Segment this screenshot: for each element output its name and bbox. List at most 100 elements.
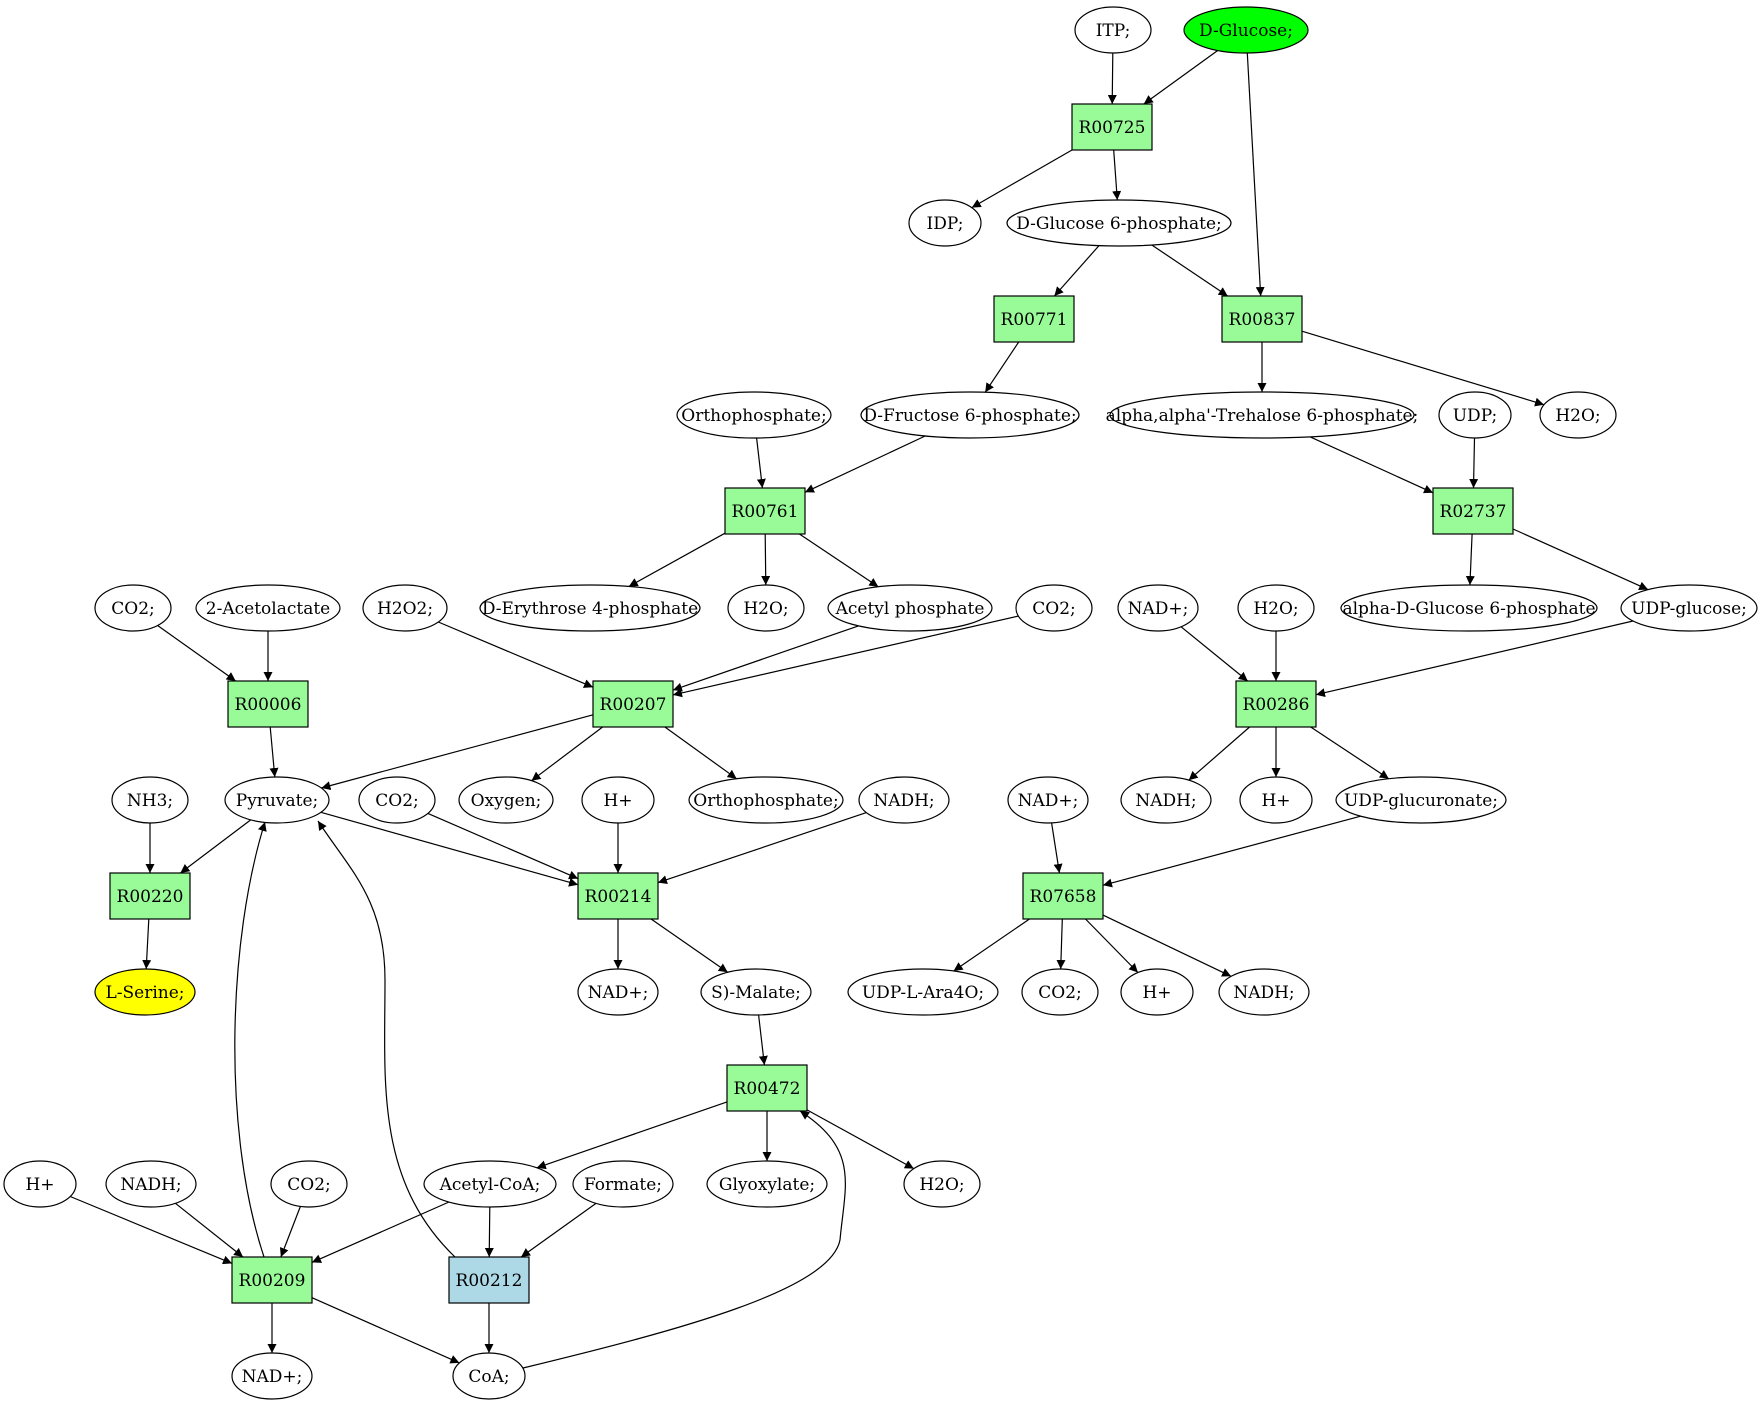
metabolite-node-nh3: NH3; [111, 776, 189, 824]
node-shape [1183, 6, 1309, 54]
edge-R00207-to-orthop2 [664, 726, 737, 780]
metabolite-node-nadh_d: NADH; [105, 1160, 197, 1208]
node-label: R07658 [1030, 887, 1097, 907]
metabolite-node-hplus_d: H+ [3, 1160, 77, 1208]
node-label: NAD+; [1018, 791, 1079, 811]
node-label: NAD+; [588, 983, 649, 1003]
node-shape [676, 391, 832, 439]
edge-acetylcoa-to-R00209 [311, 1201, 450, 1263]
metabolite-node-de4p: D-Erythrose 4-phosphate [479, 584, 701, 632]
node-label: CO2; [375, 791, 419, 811]
node-label: H2O; [743, 599, 788, 619]
metabolite-node-dglucose: D-Glucose; [1183, 6, 1309, 54]
edge-acetylp-to-R00207 [672, 625, 859, 692]
edge-df6p-to-R00761 [804, 435, 926, 493]
metabolite-node-acetylp: Acetyl phosphate [827, 584, 993, 632]
reaction-node-R00209: R00209 [231, 1256, 313, 1304]
reaction-node-R00286: R00286 [1235, 680, 1317, 728]
reaction-node-R00214: R00214 [577, 872, 659, 920]
node-shape [1237, 584, 1315, 632]
edge-dg6p-to-R00837 [1151, 244, 1229, 297]
node-shape [903, 1160, 981, 1208]
node-shape [592, 680, 674, 728]
metabolite-node-orthop2: Orthophosphate; [688, 776, 844, 824]
node-label: R00207 [600, 695, 667, 715]
edge-R00286-to-udpglucuronate [1310, 726, 1390, 780]
node-shape [1432, 487, 1514, 535]
node-shape [860, 391, 1080, 439]
node-shape [993, 295, 1075, 343]
edge-R07658-to-nadh_c [1102, 914, 1232, 977]
node-shape [1620, 584, 1758, 632]
edge-R02737-to-adg6p [1465, 533, 1475, 586]
node-label: CO2; [111, 599, 155, 619]
edge-R02737-to-udpglucose [1512, 528, 1649, 591]
metabolite-node-idp: IDP; [908, 199, 982, 247]
node-shape [111, 776, 189, 824]
metabolite-node-smalate: S)-Malate; [700, 968, 812, 1016]
metabolite-node-nadp_d: NAD+; [231, 1352, 313, 1400]
metabolite-node-oxygen: Oxygen; [458, 776, 554, 824]
node-label: S)-Malate; [711, 983, 801, 1003]
metabolite-node-adg6p: alpha-D-Glucose 6-phosphate [1340, 584, 1598, 632]
node-label: UDP-glucose; [1631, 599, 1747, 619]
reaction-node-R00472: R00472 [726, 1064, 808, 1112]
node-label: Pyruvate; [236, 791, 318, 811]
metabolite-node-nadp_c: NAD+; [577, 968, 659, 1016]
node-label: L-Serine; [105, 983, 184, 1003]
node-shape [109, 872, 191, 920]
edge-udpglucuronate-to-R07658 [1102, 815, 1361, 888]
node-label: R00761 [732, 502, 799, 522]
edge-udpglucose-to-R00286 [1315, 620, 1634, 698]
node-shape [1109, 391, 1415, 439]
node-label: D-Erythrose 4-phosphate [482, 599, 698, 619]
metabolite-node-h2o2: H2O2; [362, 584, 448, 632]
node-shape [105, 1160, 197, 1208]
edge-R00207-to-oxygen [531, 726, 603, 782]
node-label: 2-Acetolactate [206, 599, 330, 619]
edge-R07658-to-udpara [953, 918, 1030, 972]
node-shape [270, 1160, 348, 1208]
node-shape [1006, 199, 1232, 247]
node-label: Orthophosphate; [681, 406, 826, 426]
node-shape [827, 584, 993, 632]
node-shape [231, 1352, 313, 1400]
metabolite-node-nadh_c: NADH; [1218, 968, 1310, 1016]
edge-co2_e-to-R00209 [279, 1206, 301, 1258]
edge-dglucose-to-R00837 [1246, 52, 1265, 297]
node-label: H+ [1142, 983, 1171, 1003]
metabolite-node-orthop1: Orthophosphate; [676, 391, 832, 439]
node-label: Orthophosphate; [693, 791, 838, 811]
node-label: H2O; [1555, 406, 1600, 426]
node-shape [195, 584, 341, 632]
node-shape [1071, 103, 1153, 151]
node-shape [452, 1352, 526, 1400]
metabolite-node-udpglucuronate: UDP-glucuronate; [1335, 776, 1507, 824]
node-label: D-Glucose 6-phosphate; [1016, 214, 1222, 234]
node-shape [448, 1256, 530, 1304]
reaction-node-R02737: R02737 [1432, 487, 1514, 535]
metabolite-node-nadh_a: NADH; [858, 776, 950, 824]
node-label: CO2; [287, 1175, 331, 1195]
metabolite-node-itp: ITP; [1074, 6, 1152, 54]
edge-dg6p-to-R00771 [1053, 245, 1100, 297]
node-label: D-Glucose; [1199, 21, 1293, 41]
node-shape [1120, 968, 1194, 1016]
node-shape [726, 1064, 808, 1112]
edge-R00761-to-acetylp [799, 533, 879, 588]
edge-dglucose-to-R00725 [1143, 50, 1219, 105]
node-label: Acetyl-CoA; [439, 1175, 541, 1195]
metabolite-node-udpglucose: UDP-glucose; [1620, 584, 1758, 632]
node-label: H2O; [919, 1175, 964, 1195]
metabolite-node-h2o_c: H2O; [1237, 584, 1315, 632]
node-label: UDP-glucuronate; [1344, 791, 1498, 811]
metabolite-node-h2o_a: H2O; [1539, 391, 1617, 439]
metabolite-node-hplus_c: H+ [1120, 968, 1194, 1016]
node-shape [458, 776, 554, 824]
edge-smalate-to-R00472 [758, 1014, 768, 1066]
reaction-node-R00771: R00771 [993, 295, 1075, 343]
node-shape [1021, 968, 1099, 1016]
node-shape [727, 584, 805, 632]
edge-R00214-to-smalate [650, 918, 729, 973]
node-label: H2O; [1253, 599, 1298, 619]
